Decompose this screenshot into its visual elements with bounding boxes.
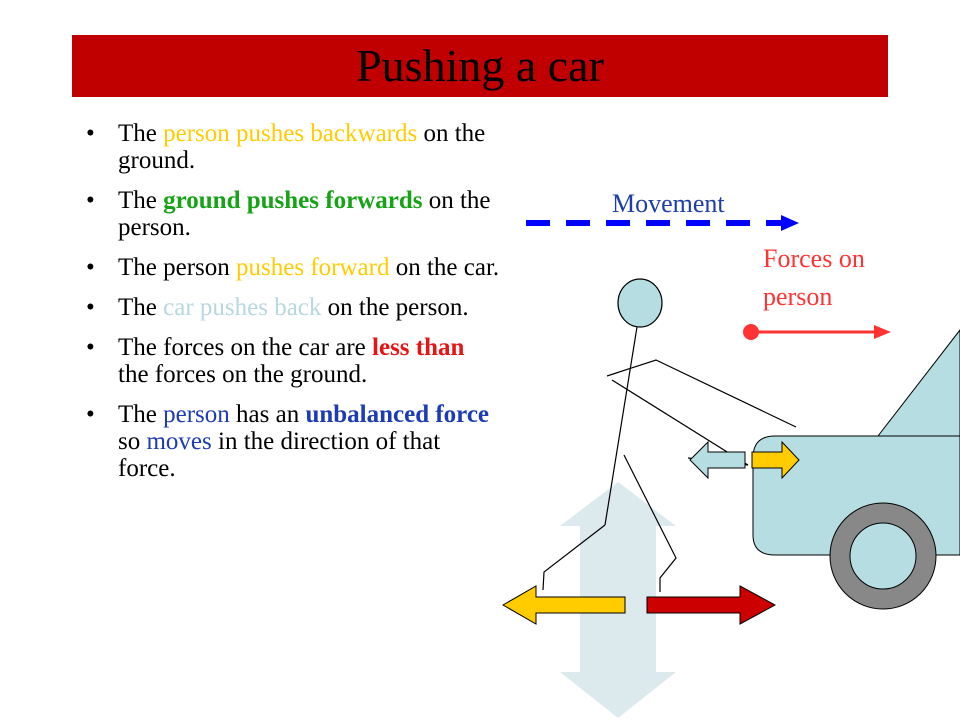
bullet-item: The forces on the car are less than the … — [80, 334, 500, 388]
bullet-text-run: on the ground. — [118, 120, 486, 174]
bullet-text-run: person pushes backwards — [163, 120, 418, 147]
bullet-text-run: on the car. — [389, 254, 500, 281]
bullet-item: The person pushes forward on the car. — [80, 254, 500, 281]
bullet-text-run: pushes forward — [236, 254, 390, 281]
bullet-text-run: unbalanced force — [305, 401, 490, 428]
ground-pushes-person-arrow — [646, 585, 777, 625]
bullet-text-run: The — [118, 187, 164, 214]
bullet-list: The person pushes backwards on the groun… — [80, 120, 500, 495]
movement-arrowhead — [781, 215, 799, 231]
bullet-text-run: so — [118, 428, 147, 455]
bullet-text-run: The — [118, 401, 164, 428]
bullet-text-run: The person — [118, 254, 237, 281]
page-title: Pushing a car — [356, 40, 604, 91]
bullet-text-run: person — [163, 401, 230, 428]
car-pushes-back-arrow — [689, 440, 746, 480]
hubcap — [849, 522, 917, 590]
movement-label: Movement — [612, 189, 725, 218]
stick-person-icon — [542, 278, 797, 592]
bullet-item: The car pushes back on the person. — [80, 294, 500, 321]
bullet-text-run: on the person. — [321, 294, 469, 321]
bullet-text-run: The — [118, 294, 164, 321]
bullet-text-run: less than — [372, 334, 465, 361]
bullet-item: The person pushes backwards on the groun… — [80, 120, 500, 174]
person-head — [617, 278, 663, 328]
forces-on-person-label: Forces on person — [763, 244, 865, 311]
windshield — [876, 329, 960, 437]
bullet-text-run: ground pushes forwards — [163, 187, 423, 214]
bullet-item: The ground pushes forwards on the person… — [80, 187, 500, 241]
title-bar: Pushing a car — [72, 35, 888, 97]
bullet-text-run: in the direction of that force. — [118, 428, 441, 482]
bullet-text-run: car pushes back — [163, 294, 322, 321]
bullet-text-run: The forces on the car are — [118, 334, 373, 361]
force-arrowhead — [874, 325, 891, 339]
bullet-text-run: has an — [229, 401, 306, 428]
bullet-text-run: on the person. — [118, 187, 491, 241]
car-icon — [752, 329, 960, 610]
bullet-text-run: the forces on the ground. — [118, 361, 368, 388]
bullet-text-run: moves — [146, 428, 212, 455]
bullet-text-run: The — [118, 120, 164, 147]
person-pushes-ground-arrow — [501, 585, 626, 625]
bullet-item: The person has an unbalanced force so mo… — [80, 401, 500, 482]
person-pushes-car-arrow — [751, 440, 800, 480]
